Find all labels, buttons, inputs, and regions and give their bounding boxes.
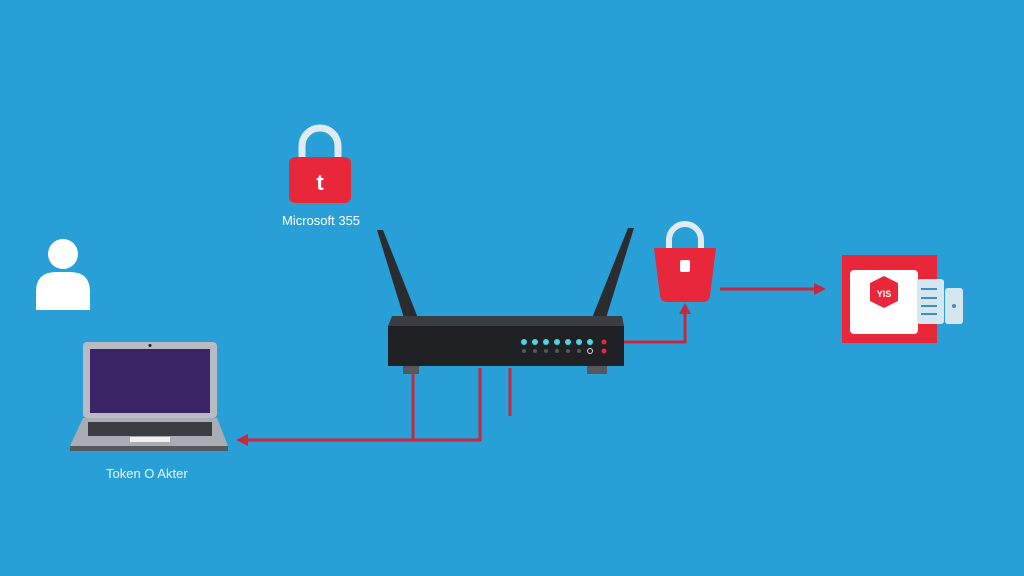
- antenna-right: [592, 228, 634, 318]
- status-leds: [521, 339, 593, 345]
- cloud-service-label: Microsoft 355: [282, 213, 361, 228]
- laptop-label: Token O Akter: [106, 466, 188, 481]
- router-icon: [377, 228, 634, 374]
- line-router-to-laptop: [240, 370, 415, 442]
- arrow-to-laptop-icon: [236, 434, 248, 446]
- laptop-icon: [70, 342, 228, 451]
- line-router-branch: [413, 368, 482, 442]
- arrow-to-lock-icon: [679, 303, 691, 314]
- padlock-icon: t: [289, 124, 351, 203]
- connection-lines: [240, 287, 818, 442]
- user-icon: [36, 239, 90, 310]
- lock-glyph: t: [316, 170, 324, 195]
- padlock-icon-right: [654, 221, 716, 302]
- line-router-to-lock: [622, 312, 687, 344]
- arrow-to-server-icon: [814, 283, 826, 295]
- server-badge: YIS: [877, 289, 892, 299]
- antenna-left: [377, 230, 418, 318]
- server-app-icon: YIS: [842, 255, 963, 343]
